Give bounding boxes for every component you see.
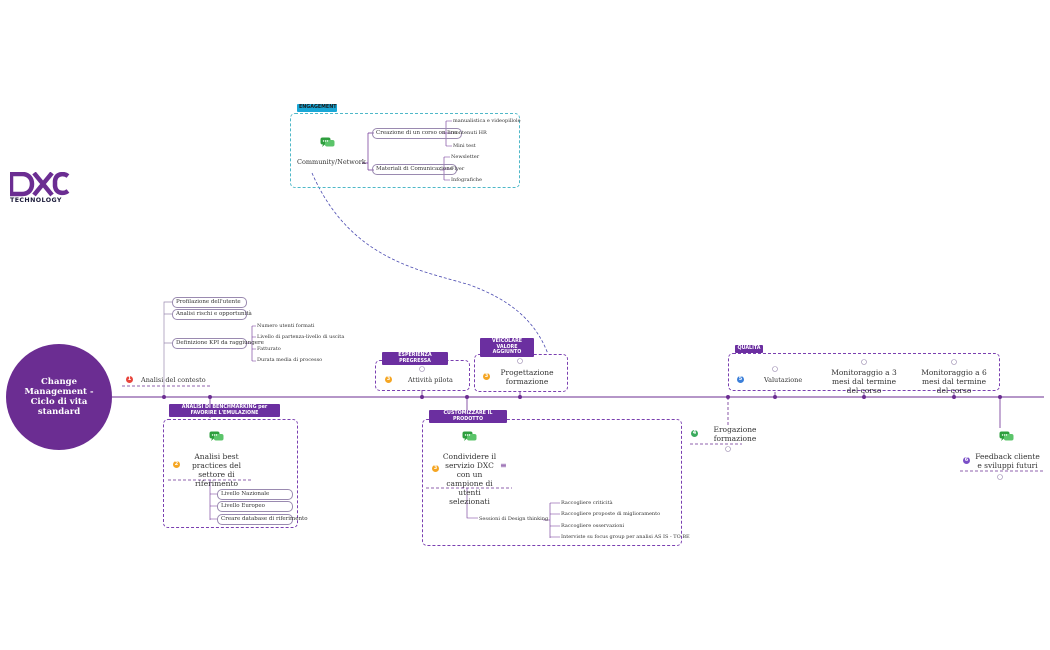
central-topic[interactable]: Change Management - Ciclo di vita standa… [6, 344, 112, 450]
customizzare-item: Interviste su focus group per analisi AS… [561, 534, 690, 540]
timeline-node [773, 395, 777, 399]
qualita-label[interactable]: Valutazione [764, 376, 803, 384]
kpi-item: Durata media di processo [257, 357, 323, 363]
chat-icon [320, 137, 335, 147]
step-number: 1 [126, 376, 133, 383]
timeline-node [518, 395, 522, 399]
benchmarking-label[interactable]: Analisi best practices del settore di ri… [192, 452, 241, 488]
analisi-item[interactable]: Definizione KPI da raggiungere [172, 338, 264, 349]
engagement-group-2[interactable]: Materiali di Comunicazione [372, 164, 458, 175]
qualita-tag: QUALITÀ [735, 345, 763, 353]
benchmarking-item[interactable]: Livello Nazionale [217, 489, 293, 500]
timeline-node [208, 395, 212, 399]
chat-icon [209, 431, 224, 441]
feedback-label[interactable]: Feedback cliente e sviluppi futuri [975, 452, 1040, 470]
erogazione-label[interactable]: Erogazione formazione [713, 425, 757, 443]
customizzare-item: Raccogliere proposte di miglioramento [561, 511, 661, 517]
customizzare-label[interactable]: Condividere il servizio DXC con un campi… [442, 452, 497, 506]
kpi-item: Fatturato [257, 346, 281, 352]
engagement-item: manualistica e videopillole [453, 118, 521, 124]
analisi-item[interactable]: Profilazione dell'utente [172, 297, 247, 308]
timeline-node [862, 395, 866, 399]
benchmarking-item[interactable]: Creare database di riferimento [217, 514, 308, 525]
benchmarking-item[interactable]: Livello Europeo [217, 501, 293, 512]
notes-icon: ≡ [500, 461, 507, 470]
timeline-node [998, 395, 1002, 399]
timeline-node [420, 395, 424, 399]
engagement-box[interactable] [290, 113, 520, 188]
benchmarking-tag: ANALISI DI BENCHMARKING per FAVORIRE L'E… [169, 404, 280, 417]
customizzare-item: Raccogliere osservazioni [561, 523, 625, 529]
step-number: 4 [691, 430, 698, 437]
dxc-logo [10, 172, 70, 197]
engagement-item: contenuti HR [453, 130, 487, 136]
engagement-tag: ENGAGEMENT [297, 104, 337, 112]
veicolare-label[interactable]: Progettazione formazione [500, 368, 554, 386]
customizzare-item: Raccogliere criticità [561, 500, 613, 506]
step-number: 3 [385, 376, 392, 383]
step-number: 5 [737, 376, 744, 383]
qualita-item[interactable]: Monitoraggio a 3 mesi dal termine del co… [831, 368, 897, 395]
esperienza-tag: ESPERIENZA PREGRESSA [382, 352, 448, 365]
engagement-item: Infografiche [451, 177, 482, 183]
timeline-node [726, 395, 730, 399]
customizzare-box[interactable] [422, 419, 682, 546]
kpi-item: Livello di partenza-livello di uscita [257, 334, 345, 340]
step-number: 3 [432, 465, 439, 472]
step-number: 2 [173, 461, 180, 468]
qualita-item[interactable]: Monitoraggio a 6 mesi dal termine del co… [921, 368, 987, 395]
benchmarking-box[interactable] [163, 419, 298, 528]
analisi-item[interactable]: Analisi rischi e opportunità [172, 309, 252, 320]
engagement-node[interactable]: Community/Network [297, 158, 366, 166]
engagement-group-1[interactable]: Creazione di un corso on line [372, 128, 462, 139]
timeline-node [162, 395, 166, 399]
timeline-node [465, 395, 469, 399]
step-number: 3 [483, 373, 490, 380]
chat-icon [462, 431, 477, 441]
logo-tagline: TECHNOLOGY [10, 197, 62, 204]
veicolare-tag: VEICOLARE VALORE AGGIUNTO [480, 338, 534, 357]
engagement-item: Flyer [451, 166, 465, 172]
kpi-item: Numero utenti formati [257, 323, 315, 329]
engagement-item: Newsletter [451, 154, 480, 160]
esperienza-label[interactable]: Attività pilota [408, 376, 453, 384]
analisi-label[interactable]: Analisi del contesto [141, 376, 206, 384]
step-number: 6 [963, 457, 970, 464]
timeline-node [952, 395, 956, 399]
central-topic-label: Change Management - Ciclo di vita standa… [24, 377, 94, 417]
qualita-box[interactable] [728, 353, 1000, 391]
customizzare-tag: CUSTOMIZZARE IL PRODOTTO [429, 410, 507, 423]
engagement-item: Mini test [453, 143, 476, 149]
chat-icon [999, 431, 1014, 441]
customizzare-sub[interactable]: Sessioni di Design thinking [479, 516, 549, 522]
